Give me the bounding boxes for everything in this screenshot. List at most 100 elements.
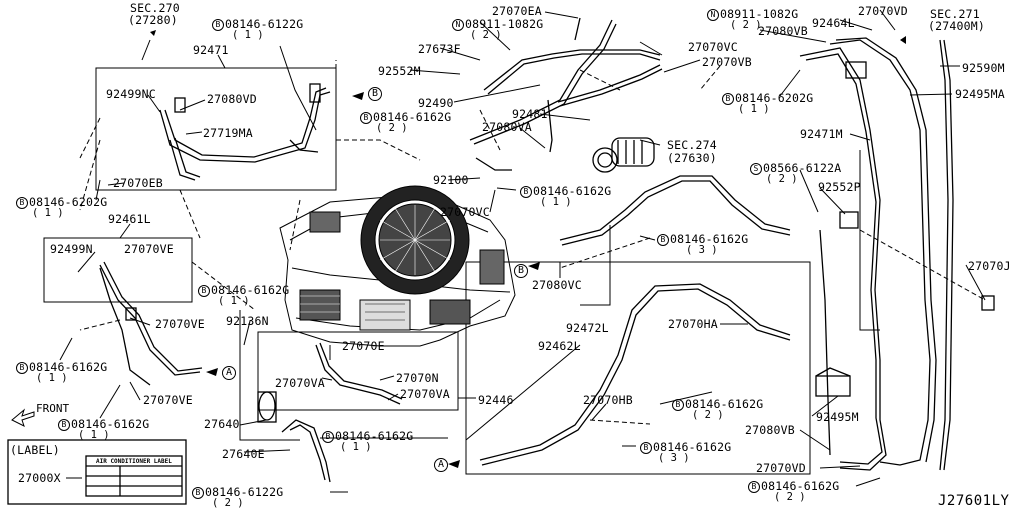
part-label-27070VE-2: 27070VE [155,318,205,330]
part-number-text: 92446 [478,393,514,407]
part-label-92471M: 92471M [800,128,843,140]
part-label-92481: 92481 [512,108,548,120]
bolt-type-b-icon: B [722,93,734,105]
part-label-b-08146-6162G-l1-q: ( 1 ) [36,373,68,384]
part-label-27080VC: 27080VC [532,279,582,291]
part-number-text: 27673F [418,42,461,56]
part-label-27070HB: 27070HB [583,394,633,406]
part-number-text: 92462L [538,339,581,353]
part-number-text: 08146-6162G [653,440,732,454]
part-number-text: ( 2 ) [376,122,408,134]
bolt-type-b-icon: B [58,419,70,431]
part-number-text: 92490 [418,96,454,110]
part-label-sec270: SEC.270 [130,2,180,14]
part-label-n-08911-1082G-2-q: ( 2 ) [730,20,762,31]
part-number-text: 08146-6162G [211,283,290,297]
part-number-text: ( 2 ) [766,173,798,185]
part-number-text: ( 1 ) [738,103,770,115]
part-label-b-08146-6162G-l2-q: ( 1 ) [78,430,110,441]
part-label-92552P: 92552P [818,181,861,193]
part-label-b-08146-6162G-br-q: ( 2 ) [774,492,806,503]
part-label-27673F: 27673F [418,43,461,55]
part-number-text: 27070J [968,259,1011,273]
part-label-27070VE-1: 27070VE [124,243,174,255]
part-number-text: 92552P [818,180,861,194]
bolt-type-b-icon: B [748,481,760,493]
part-label-27070HA: 27070HA [668,318,718,330]
part-number-text: 08146-6122G [225,17,304,31]
bolt-type-b-icon: B [672,399,684,411]
part-number-text: 27070VA [275,376,325,390]
part-label-27070N: 27070N [396,372,439,384]
part-label-b-08146-6162G-m2-q: ( 1 ) [540,197,572,208]
part-number-text: 27080VB [758,24,808,38]
drawing-code: J27601LY [938,493,1010,509]
bolt-type-b-icon: B [192,487,204,499]
part-label-27640E: 27640E [222,448,265,460]
part-number-text: 92552M [378,64,421,78]
part-number-text: 27070VE [124,242,174,256]
part-label-27070VE-3: 27070VE [143,394,193,406]
part-number-text: 92499NC [106,87,156,101]
part-number-text: 92590M [962,61,1005,75]
part-number-text: 92481 [512,107,548,121]
hvac-unit-92100 [279,185,516,347]
part-label-sec270sub: (27280) [128,14,178,26]
part-number-text: 08911-1082G [720,7,799,21]
connection-marker-mark-b-1: B [368,87,382,101]
part-number-text: 08146-6162G [71,417,150,431]
part-number-text: 08146-6162G [533,184,612,198]
part-number-text: 08146-6162G [761,479,840,493]
part-label-b-08146-6162G-m3-q: ( 3 ) [686,245,718,256]
part-number-text: 92471 [193,43,229,57]
label-card-heading: AIR CONDITIONER LABEL [96,458,172,465]
connection-marker-mark-a-1: A [222,366,236,380]
part-label-27070VA-1: 27070VA [275,377,325,389]
part-label-27000X: 27000X [18,472,61,484]
part-number-text: ( 1 ) [232,29,264,41]
part-number-text: ( 2 ) [730,19,762,31]
part-label-27080VD: 27080VD [207,93,257,105]
part-label-92499NC: 92499NC [106,88,156,100]
part-label-92495MA: 92495MA [955,88,1005,100]
part-label-sec274: SEC.274 [667,139,717,151]
part-label-b-08146-6162G-m1-q: ( 2 ) [376,123,408,134]
part-label-92464L: 92464L [812,17,855,29]
part-number-text: 27080VC [532,278,582,292]
part-number-text: (27280) [128,13,178,27]
part-number-text: 27640 [204,417,240,431]
bolt-type-b-icon: B [360,112,372,124]
part-number-text: 92499N [50,242,93,256]
part-label-92552M: 92552M [378,65,421,77]
part-number-text: 27070N [396,371,439,385]
part-label-27070VC-2: 27070VC [440,206,490,218]
part-number-text: SEC.270 [130,1,180,15]
bolt-type-b-icon: B [322,431,334,443]
part-label-b-08146-6202G-r-q: ( 1 ) [738,104,770,115]
bolt-type-b-icon: B [640,442,652,454]
part-label-27070VB-top: 27070VB [702,56,752,68]
part-label-27070E: 27070E [342,340,385,352]
group-box-92136N [257,331,459,411]
part-label-27080VB-bot: 27080VB [745,424,795,436]
part-number-text: ( 1 ) [78,429,110,441]
bolt-type-n-icon: N [452,19,464,31]
part-number-text: 92495M [816,410,859,424]
part-number-text: 92461L [108,212,151,226]
part-label-front: FRONT [36,402,69,415]
part-label-27080VB-top: 27080VB [758,25,808,37]
part-number-text: 27070VA [400,387,450,401]
part-number-text: 92100 [433,173,469,187]
part-number-text: ( 2 ) [212,497,244,509]
part-label-label-title: (LABEL) [10,444,60,456]
part-label-92490: 92490 [418,97,454,109]
part-number-text: 27640E [222,447,265,461]
